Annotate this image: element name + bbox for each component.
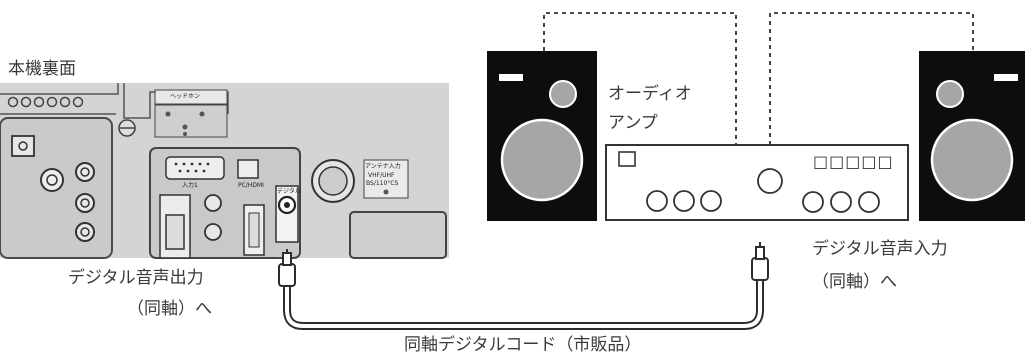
bs-label: BS/110°CS [366,180,399,187]
pc-hdmi-label: PC/HDMI [238,182,264,189]
amp-label-line2: アンプ [608,113,658,133]
digital-input-label-2: （同軸）へ [812,272,897,292]
speaker-wires [543,12,974,145]
amp-label-line1: オーディオ [608,84,692,104]
right-speaker [919,51,1025,221]
input1-label: 入力1 [182,182,198,189]
tv-rear-panel [0,83,449,259]
amp-display: □□□□□ [813,152,894,171]
digital-input-label: デジタル音声入力 [812,239,948,259]
vhf-label: VHF/UHF [368,172,395,179]
headphone-label: ヘッドホン [170,93,201,100]
coaxial-cable [278,242,769,330]
antenna-label: アンテナ入力 [365,163,401,170]
left-speaker [487,51,597,221]
left-rca-plug [278,249,296,287]
digital-output-label: デジタル音声出力 [68,268,204,288]
digital-output-label-2: （同軸）へ [127,299,212,319]
cable-label: 同軸デジタルコード（市販品） [404,335,642,355]
rear-panel-label: 本機裏面 [8,59,76,79]
right-rca-plug [751,242,769,281]
audio-amplifier [605,144,909,221]
digital-port-label: デジタル [277,188,301,195]
